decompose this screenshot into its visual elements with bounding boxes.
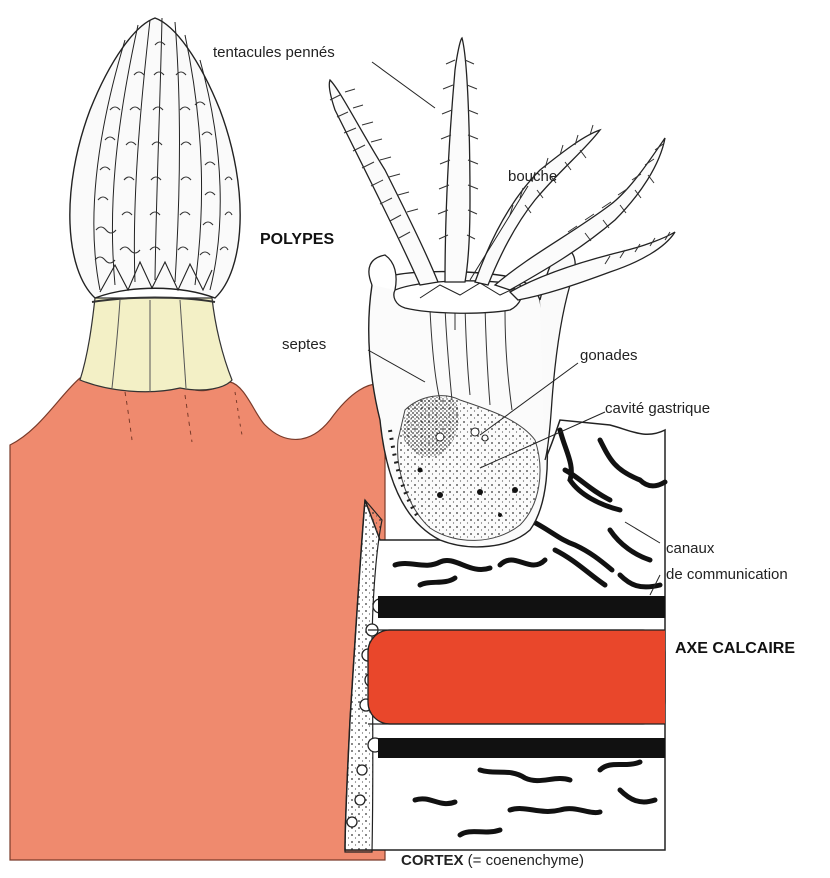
label-canaux-line1: canaux [666,540,714,557]
canal-bar-bottom [378,738,665,758]
canal-bar-top [378,596,665,618]
polyp-neck [80,298,232,392]
label-tentacules-pennes: tentacules pennés [213,44,335,61]
label-axe-calcaire: AXE CALCAIRE [675,640,795,657]
label-cortex: CORTEX (= coenenchyme) [401,852,584,869]
label-gonades: gonades [580,347,638,364]
label-cavite-gastrique: cavité gastrique [605,400,710,417]
label-septes: septes [282,336,326,353]
coral-mass [10,378,385,860]
label-bouche: bouche [508,168,557,185]
label-cortex-rest: (= coenenchyme) [464,852,584,869]
label-cortex-bold: CORTEX [401,852,464,869]
axe-calcaire [368,630,665,724]
label-polypes: POLYPES [260,231,334,248]
label-canaux-line2: de communication [666,566,788,583]
tentacle-1 [329,80,438,285]
